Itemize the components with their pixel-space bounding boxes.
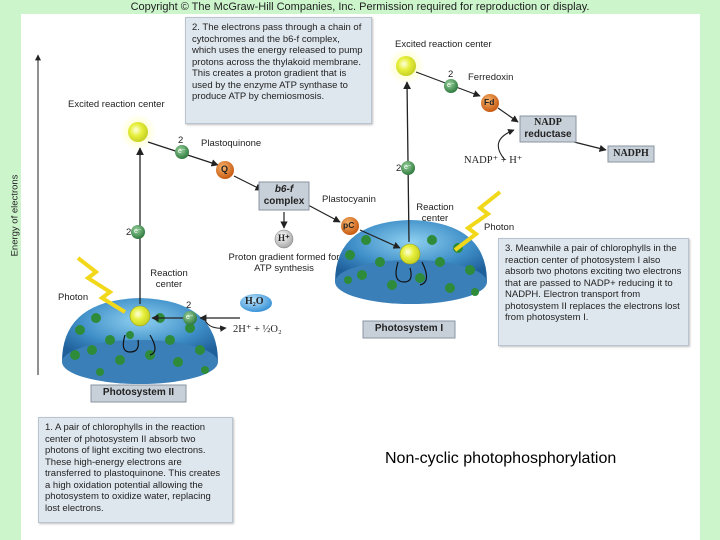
proton-gradient-label: Proton gradient formed for ATP synthesis [228, 252, 340, 274]
electron-count-2-ps1: 2 [396, 163, 402, 174]
electron-label-ferredoxin: e⁻ [447, 82, 455, 89]
electron-count-2-ferredoxin: 2 [448, 69, 454, 80]
photosystem-i-label: Photosystem I [374, 323, 444, 334]
plastoquinone-q-symbol: Q [221, 164, 229, 174]
reaction-center-left-label: Reaction center [150, 268, 188, 290]
photon-right-label: Photon [484, 222, 515, 233]
excited-reaction-center-right-label: Excited reaction center [395, 39, 492, 50]
b6f-complex-label: b6-f complex [259, 184, 309, 208]
energy-axis-label: Energy of electrons [9, 174, 21, 257]
ferredoxin-label: Ferredoxin [468, 72, 514, 83]
ferredoxin-fd-symbol: Fd [484, 97, 495, 107]
photon-left-label: Photon [58, 292, 89, 303]
nadp-reductase-line2: reductase [524, 129, 572, 140]
electron-count-2-ps2: 2 [126, 227, 132, 238]
nadph-label: NADPH [613, 148, 649, 159]
electron-label-water: e⁻ [186, 314, 194, 321]
electron-label-plastoquinone: e⁻ [178, 148, 186, 155]
step-3-textbox: 3. Meanwhile a pair of chlorophylls in t… [498, 238, 689, 346]
step-2-textbox: 2. The electrons pass through a chain of… [185, 17, 372, 124]
step-1-textbox: 1. A pair of chlorophylls in the reactio… [38, 417, 233, 523]
photosystem-ii-membrane [62, 298, 218, 384]
water-h2o-symbol: H₂O [245, 296, 264, 307]
electron-count-2-water: 2 [186, 300, 192, 311]
slide-caption: Non-cyclic photophosphorylation [385, 450, 617, 467]
photosystem-ii-label: Photosystem II [102, 387, 175, 398]
plastocyanin-label: Plastocyanin [322, 194, 376, 205]
electron-count-2-plastoquinone: 2 [178, 135, 184, 146]
excited-reaction-center-left-label: Excited reaction center [68, 99, 165, 110]
b6f-line1: b6-f [274, 184, 294, 195]
nadp-reactants-label: NADP⁺ + H⁺ [464, 155, 523, 166]
electron-label-ps2: e⁻ [134, 228, 142, 235]
nadp-reductase-line1: NADP [534, 117, 562, 128]
plastoquinone-label: Plastoquinone [201, 138, 262, 149]
b6f-line2: complex [263, 196, 305, 207]
nadp-reductase-label: NADP reductase [520, 117, 576, 141]
copyright-text: Copyright © The McGraw-Hill Companies, I… [130, 1, 590, 13]
electron-label-ps1: e⁻ [404, 164, 412, 171]
water-products-label: 2H⁺ + ½O₂ [233, 324, 282, 335]
plastocyanin-pc-symbol: pC [343, 220, 355, 230]
proton-h-symbol: H⁺ [278, 233, 290, 243]
reaction-center-right-label: Reaction center [416, 202, 454, 224]
